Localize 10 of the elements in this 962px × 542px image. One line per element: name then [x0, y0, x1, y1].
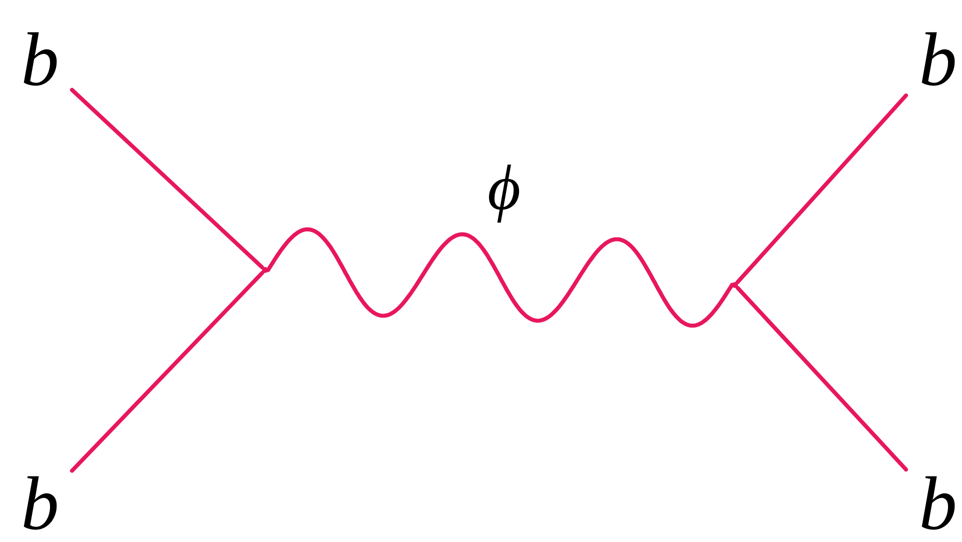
- vertex-dot: [732, 282, 738, 288]
- particle-line: [70, 271, 264, 473]
- particle-line: [736, 286, 908, 472]
- particle-label: b: [14, 22, 66, 98]
- particle-label: b: [14, 466, 66, 542]
- particle-label: b: [912, 466, 962, 542]
- wavy-propagator-line: [266, 227, 734, 328]
- particle-line: [70, 88, 264, 270]
- particle-label: b: [912, 22, 962, 98]
- particle-line: [736, 93, 908, 284]
